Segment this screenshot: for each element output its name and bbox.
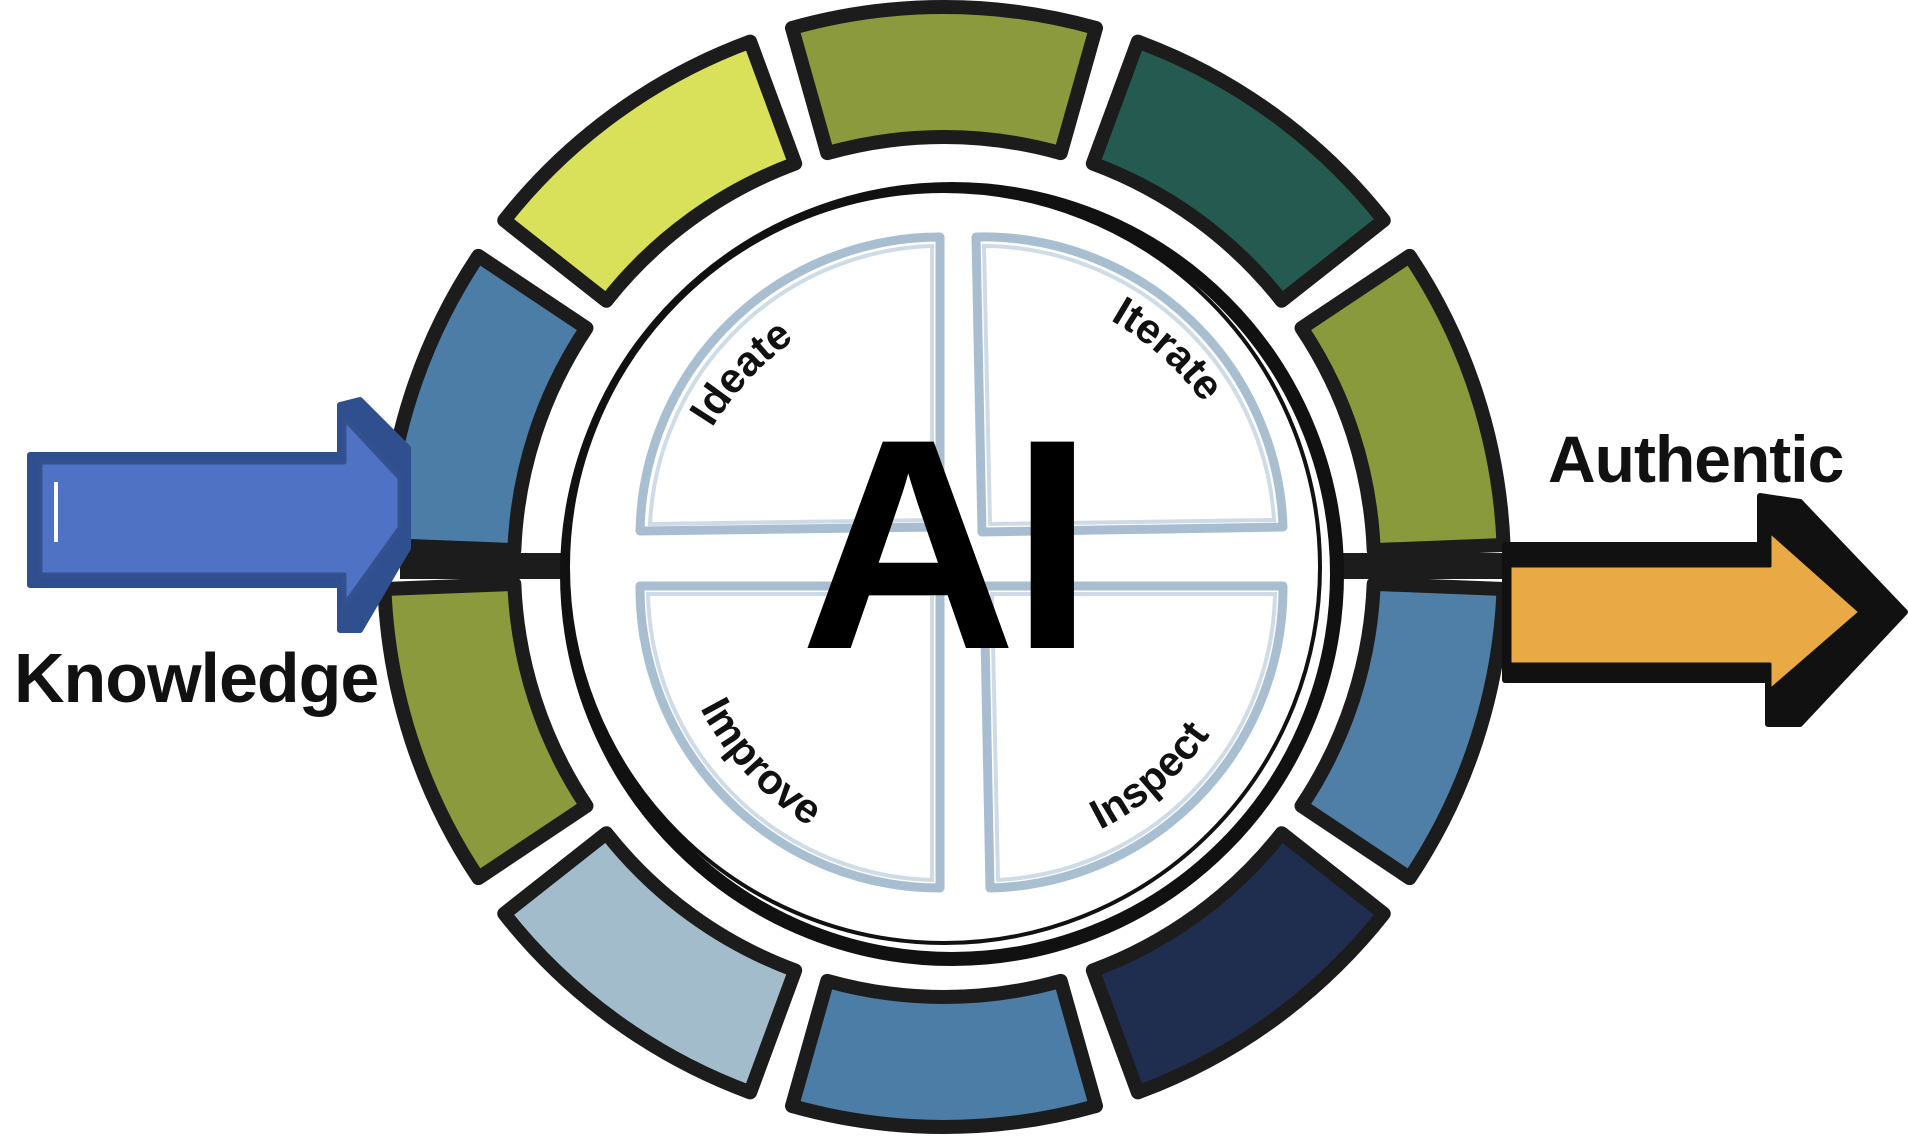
quadrant-improve-shape bbox=[635, 581, 945, 893]
quadrant-shapes bbox=[635, 232, 1288, 893]
quadrant-ideate-shape bbox=[635, 232, 945, 536]
output-label: Authentic bbox=[1548, 422, 1843, 496]
ring-segment-2 bbox=[1085, 34, 1391, 308]
input-arrow bbox=[27, 397, 411, 633]
inner-disc bbox=[566, 189, 1322, 945]
ring-segment-6 bbox=[784, 973, 1104, 1134]
input-label: Knowledge bbox=[14, 639, 378, 717]
ring-segment-5 bbox=[1085, 826, 1391, 1100]
ring-segment-7 bbox=[497, 826, 803, 1100]
ring-segment-1 bbox=[784, 0, 1104, 161]
quadrant-inspect-shape bbox=[979, 581, 1288, 893]
quadrant-inner-strokes bbox=[645, 243, 1278, 883]
ring-segment-10 bbox=[497, 34, 803, 308]
outer-ring bbox=[374, 0, 1514, 1137]
center-label: AI bbox=[800, 376, 1088, 712]
quadrant-iterate-shape bbox=[971, 232, 1288, 537]
ring-segment-4 bbox=[1294, 576, 1511, 886]
output-arrow bbox=[1502, 493, 1908, 727]
